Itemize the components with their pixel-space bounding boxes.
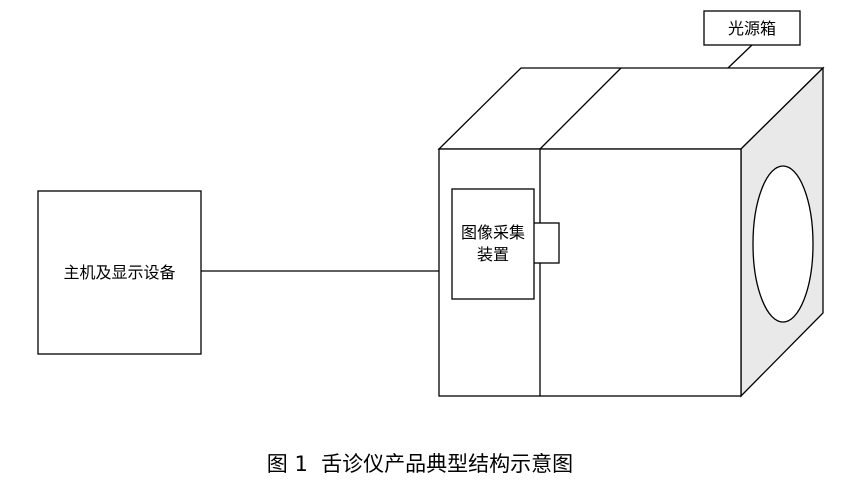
host-display-label: 主机及显示设备 [63, 263, 175, 282]
cabinet-face-opening [752, 165, 814, 323]
image-capture-label-line2: 装置 [477, 245, 509, 264]
figure-caption: 图 1 舌诊仪产品典型结构示意图 [267, 452, 573, 476]
light-box-label-box [703, 10, 801, 46]
image-capture-lens [531, 222, 560, 264]
light-box-callout: 光源箱 [703, 10, 801, 69]
light-box-leader-line [727, 44, 753, 69]
image-capture-device: 图像采集 装置 [451, 188, 560, 300]
light-box-label: 光源箱 [728, 19, 776, 38]
cabinet-top-divider [539, 67, 622, 150]
host-display-device: 主机及显示设备 [37, 190, 202, 355]
image-capture-body [451, 188, 535, 300]
image-capture-label-line1: 图像采集 [461, 223, 525, 242]
